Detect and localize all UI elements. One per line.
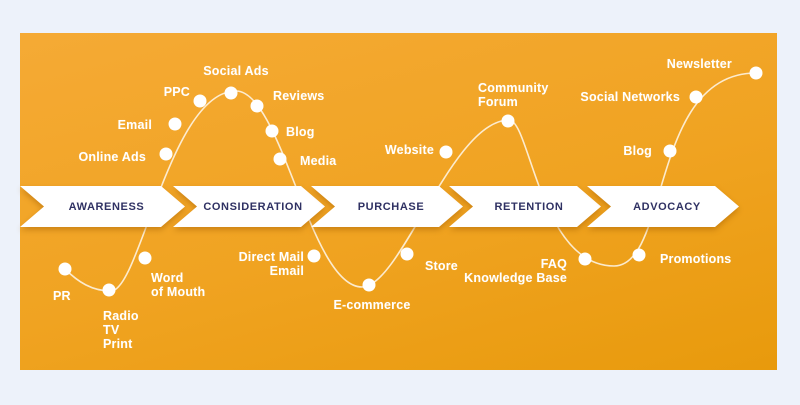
touchpoint-dot: [168, 117, 182, 131]
touchpoint-label: Online Ads: [78, 150, 146, 164]
stage-label: ADVOCACY: [633, 200, 701, 213]
stage-arrow-shape: CONSIDERATION: [173, 186, 325, 227]
touchpoint-dot: [273, 152, 287, 166]
touchpoint-label-line: Store: [425, 259, 458, 273]
stage-arrow-shape: PURCHASE: [311, 186, 463, 227]
touchpoint-label: Website: [385, 143, 434, 157]
touchpoint-dot: [362, 278, 376, 292]
touchpoint-label-line: Email: [117, 118, 152, 132]
touchpoint-label-line: Media: [300, 154, 337, 168]
touchpoint-dot: [102, 283, 116, 297]
touchpoint-label-line: Blog: [286, 125, 315, 139]
touchpoint-dot: [138, 251, 152, 265]
stage-arrow-retention: RETENTION: [449, 186, 601, 227]
touchpoint-label-line: Online Ads: [78, 150, 146, 164]
touchpoint-label-line: Community: [478, 81, 549, 95]
touchpoint-label-line: FAQ: [540, 257, 567, 271]
touchpoint-label-line: Social Ads: [203, 64, 269, 78]
touchpoint-dot: [439, 145, 453, 159]
touchpoint-label-line: of Mouth: [151, 285, 206, 299]
touchpoint-dot: [58, 262, 72, 276]
stage-arrow-awareness: AWARENESS: [20, 186, 185, 227]
touchpoint-label-line: PPC: [163, 85, 190, 99]
journey-curve: [58, 66, 763, 297]
touchpoint-label-line: Email: [269, 264, 304, 278]
touchpoint-label-line: Knowledge Base: [464, 271, 567, 285]
stage-label: PURCHASE: [357, 200, 425, 213]
touchpoint-dot: [193, 94, 207, 108]
touchpoint-label: Store: [425, 259, 458, 273]
touchpoint-label: E-commerce: [333, 298, 410, 312]
touchpoint-dot: [224, 86, 238, 100]
stage-arrow-consideration: CONSIDERATION: [173, 186, 325, 227]
touchpoint-label: Social Networks: [580, 90, 680, 104]
touchpoint-dot: [400, 247, 414, 261]
dots-group: [58, 66, 763, 297]
touchpoint-label: Promotions: [660, 252, 731, 266]
touchpoint-label-line: Reviews: [273, 89, 325, 103]
touchpoint-dot: [307, 249, 321, 263]
stage-arrow-advocacy: ADVOCACY: [587, 186, 739, 227]
touchpoint-label-line: Radio: [103, 309, 139, 323]
touchpoint-label-line: Social Networks: [580, 90, 680, 104]
stage-arrow-shape: ADVOCACY: [587, 186, 739, 227]
touchpoint-label-line: Word: [151, 271, 184, 285]
touchpoint-label: Newsletter: [667, 57, 732, 71]
touchpoint-label: Blog: [286, 125, 315, 139]
touchpoint-label: Social Ads: [203, 64, 268, 78]
touchpoint-dot: [159, 147, 173, 161]
stage-arrow-shape: RETENTION: [449, 186, 601, 227]
touchpoint-label-line: Direct Mail: [238, 250, 304, 264]
touchpoint-dot: [689, 90, 703, 104]
touchpoint-label-line: Promotions: [660, 252, 732, 266]
touchpoint-label-line: Website: [384, 143, 434, 157]
touchpoint-label: Reviews: [273, 89, 324, 103]
touchpoint-dot: [663, 144, 677, 158]
stage-arrow-shape: AWARENESS: [20, 186, 185, 227]
touchpoint-dot: [632, 248, 646, 262]
touchpoint-dot: [578, 252, 592, 266]
touchpoint-label: PPC: [164, 85, 190, 99]
touchpoint-label-line: Newsletter: [666, 57, 732, 71]
touchpoint-label: Media: [300, 154, 336, 168]
stage-band: AWARENESS CONSIDERATION PURCHASE RETENTION A…: [20, 186, 777, 227]
touchpoint-label-line: E-commerce: [333, 298, 411, 312]
touchpoint-dot: [749, 66, 763, 80]
stage-arrow-purchase: PURCHASE: [311, 186, 463, 227]
touchpoint-label: Blog: [623, 144, 652, 158]
touchpoint-dot: [501, 114, 515, 128]
touchpoint-label: PR: [53, 289, 71, 303]
touchpoint-label-line: TV: [103, 323, 120, 337]
touchpoint-dot: [265, 124, 279, 138]
stage-label: RETENTION: [494, 200, 564, 213]
touchpoint-label-line: PR: [53, 289, 71, 303]
journey-card: AWARENESS CONSIDERATION PURCHASE RETENTION A…: [20, 33, 777, 370]
touchpoint-label: Email: [118, 118, 152, 132]
touchpoint-dot: [250, 99, 264, 113]
touchpoint-label-line: Blog: [623, 144, 652, 158]
stage-label: CONSIDERATION: [203, 200, 303, 213]
touchpoint-label-line: Forum: [478, 95, 518, 109]
stage-label: AWARENESS: [68, 200, 145, 213]
touchpoint-label-line: Print: [103, 337, 133, 351]
